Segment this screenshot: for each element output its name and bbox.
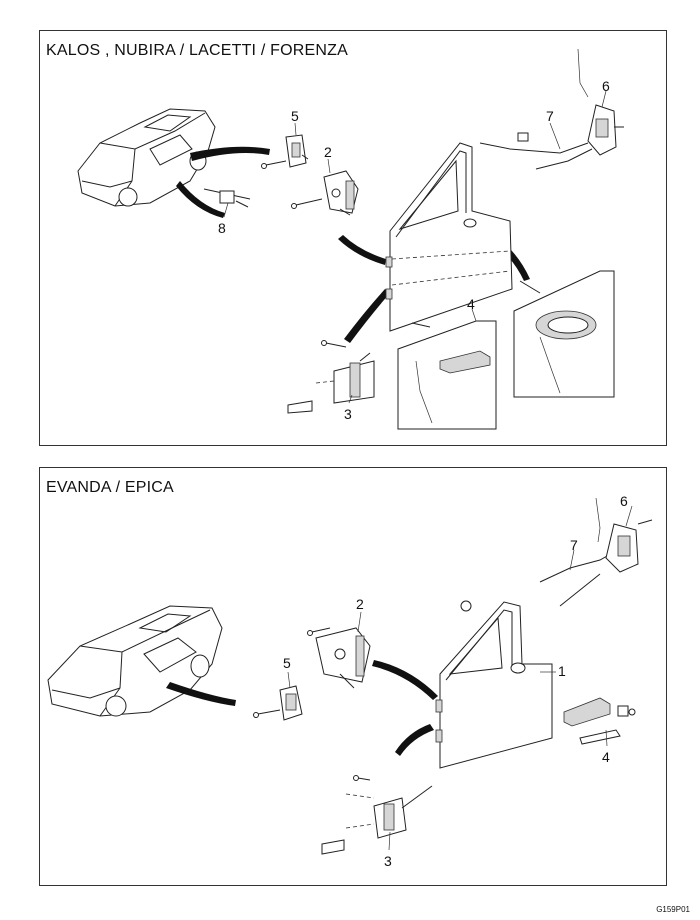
- callout-7: 7: [546, 108, 554, 124]
- panel-kalos-nubira: KALOS , NUBIRA / LACETTI / FORENZA: [39, 30, 667, 446]
- hinge-part-2: [291, 170, 359, 216]
- panel-title: KALOS , NUBIRA / LACETTI / FORENZA: [46, 42, 348, 59]
- callout-2: 2: [324, 144, 332, 160]
- callout-4: 4: [467, 296, 475, 312]
- hinge-bracket-part-5: [261, 134, 309, 169]
- sweep-arrow: [176, 181, 225, 218]
- callout-5: 5: [291, 108, 299, 124]
- check-link-part-8: [203, 188, 251, 208]
- panel-title: EVANDA / EPICA: [46, 479, 174, 496]
- figure-code: G159P01: [656, 905, 690, 914]
- callout-1: 1: [558, 663, 566, 679]
- sweep-arrow: [190, 146, 270, 161]
- outside-handle-part-4-inset: [397, 320, 497, 430]
- latch-cable-part-7: [479, 48, 593, 170]
- front-door: [385, 142, 513, 332]
- callout-2: 2: [356, 596, 364, 612]
- door-check-part-3: [287, 340, 375, 414]
- sweep-arrow: [166, 682, 236, 706]
- callout-4: 4: [602, 749, 610, 765]
- outside-handle-detail-inset: [513, 270, 615, 398]
- callout-3: 3: [344, 406, 352, 422]
- outside-handle-part-4: [563, 697, 636, 745]
- callout-8: 8: [218, 220, 226, 236]
- callout-5: 5: [283, 655, 291, 671]
- car-illustration: [47, 605, 223, 717]
- door-check-part-3: [321, 775, 433, 855]
- door-latch-part-6: [587, 104, 624, 156]
- door-latch-part-6: [605, 519, 653, 573]
- sweep-arrow: [395, 724, 434, 756]
- exploded-diagram-bottom: 6 7 2 5 1 4 3: [47, 493, 653, 869]
- hinge-bracket-part-5: [253, 685, 303, 721]
- callout-7: 7: [570, 537, 578, 553]
- sweep-arrow: [338, 235, 386, 265]
- sweep-arrow: [372, 660, 438, 700]
- car-illustration: [77, 108, 216, 207]
- callout-3: 3: [384, 853, 392, 869]
- callout-6: 6: [602, 78, 610, 94]
- hinge-part-2: [307, 627, 371, 689]
- sweep-arrow: [344, 289, 390, 343]
- exploded-diagram-top: 5 2 8 7 6 4 3: [77, 48, 624, 430]
- panel-evanda-epica: EVANDA / EPICA: [39, 467, 667, 886]
- callout-6: 6: [620, 493, 628, 509]
- front-door: [435, 600, 553, 769]
